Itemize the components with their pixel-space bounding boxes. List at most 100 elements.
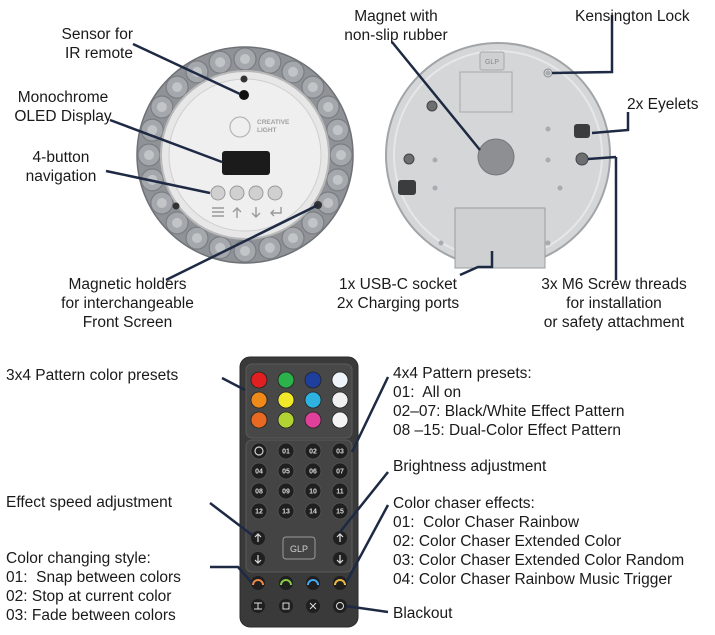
pattern-preset-button[interactable] bbox=[331, 502, 349, 520]
label-color-presets: 3x4 Pattern color presets bbox=[6, 367, 179, 384]
pattern-preset-number: 11 bbox=[336, 489, 344, 496]
pattern-preset-number: 07 bbox=[336, 469, 344, 476]
rubber-bump-center bbox=[172, 217, 183, 228]
oled-display bbox=[222, 151, 270, 175]
eyelet-left bbox=[398, 180, 416, 195]
pattern-preset-button[interactable] bbox=[250, 482, 268, 500]
color-preset-button[interactable] bbox=[331, 371, 349, 389]
rubber-bump-center bbox=[288, 66, 298, 77]
rubber-bump-center bbox=[240, 246, 250, 256]
pattern-preset-button[interactable] bbox=[277, 462, 295, 480]
speed-buttons[interactable] bbox=[251, 531, 265, 566]
pattern-preset-button[interactable] bbox=[304, 462, 322, 480]
pattern-preset-button[interactable] bbox=[331, 482, 349, 500]
pattern-preset-number: 01 bbox=[282, 449, 290, 456]
rubber-bump-center bbox=[288, 233, 298, 244]
color-preset-button[interactable] bbox=[250, 371, 268, 389]
style-buttons-row[interactable] bbox=[251, 599, 347, 613]
label-color-chaser: Color chaser effects: 01: Color Chaser R… bbox=[393, 495, 685, 588]
svg-text:GLP: GLP bbox=[485, 59, 499, 66]
pattern-preset-button[interactable] bbox=[304, 442, 322, 460]
label-nav-buttons: 4-button navigation bbox=[25, 149, 97, 185]
label-screw-threads: 3x M6 Screw threads for installation or … bbox=[541, 276, 687, 331]
dimmer-buttons[interactable] bbox=[333, 531, 347, 566]
pattern-preset-button[interactable] bbox=[250, 502, 268, 520]
brand-logo: CREATIVE LIGHT bbox=[229, 116, 290, 138]
pattern-preset-number: 10 bbox=[309, 489, 317, 496]
all-on-icon bbox=[254, 446, 264, 456]
pattern-preset-number: 02 bbox=[309, 449, 317, 456]
pattern-preset-button[interactable] bbox=[331, 442, 349, 460]
label-brightness: Brightness adjustment bbox=[393, 458, 547, 475]
rubber-bump-center bbox=[264, 57, 275, 68]
label-magnetic-holders: Magnetic holders for interchangeable Fro… bbox=[61, 276, 194, 331]
pattern-preset-number: 03 bbox=[336, 449, 344, 456]
label-effect-speed: Effect speed adjustment bbox=[6, 494, 173, 511]
color-preset-button[interactable] bbox=[277, 371, 295, 389]
remote-logo bbox=[282, 536, 316, 560]
color-preset-buttons bbox=[250, 371, 349, 429]
rubber-bump-center bbox=[332, 174, 343, 185]
label-color-changing-style: Color changing style: 01: Snap between c… bbox=[6, 550, 181, 624]
rubber-bump-center bbox=[307, 82, 318, 93]
rubber-bump-center bbox=[264, 242, 275, 253]
label-ir-sensor: Sensor for IR remote bbox=[61, 26, 133, 62]
pattern-preset-button[interactable] bbox=[277, 502, 295, 520]
pattern-preset-number: 05 bbox=[282, 469, 290, 476]
leader-lines bbox=[105, 15, 630, 614]
rubber-bump-center bbox=[144, 150, 154, 160]
rubber-bump-center bbox=[332, 125, 343, 136]
svg-text:LIGHT: LIGHT bbox=[257, 127, 277, 134]
color-preset-button[interactable] bbox=[304, 371, 322, 389]
rubber-bump-center bbox=[336, 150, 346, 160]
pattern-preset-button[interactable] bbox=[331, 462, 349, 480]
pattern-preset-button[interactable] bbox=[277, 482, 295, 500]
pattern-preset-number: 12 bbox=[255, 509, 263, 516]
rubber-bump-center bbox=[192, 233, 202, 244]
front-view-device: CREATIVE LIGHT bbox=[136, 46, 354, 264]
rubber-bump-center bbox=[307, 217, 318, 228]
pattern-preset-number: 08 bbox=[255, 489, 263, 496]
magnetic-holder-left bbox=[172, 202, 180, 210]
rubber-bump-center bbox=[240, 54, 250, 64]
pattern-preset-number: 14 bbox=[309, 509, 317, 516]
rubber-bump-center bbox=[156, 102, 167, 112]
pattern-preset-button[interactable] bbox=[304, 502, 322, 520]
label-magnet: Magnet with non-slip rubber bbox=[344, 8, 448, 44]
nav-buttons[interactable] bbox=[210, 185, 283, 201]
color-preset-button[interactable] bbox=[250, 391, 268, 409]
label-eyelets: 2x Eyelets bbox=[627, 96, 699, 113]
svg-text:GLP: GLP bbox=[290, 544, 308, 554]
pattern-preset-button[interactable] bbox=[250, 442, 268, 460]
back-view-device: GLP bbox=[385, 42, 611, 269]
usb-port-cover bbox=[454, 207, 546, 269]
rubber-bump-center bbox=[156, 198, 167, 208]
color-preset-button[interactable] bbox=[331, 391, 349, 409]
label-usb-socket: 1x USB-C socket 2x Charging ports bbox=[336, 276, 460, 312]
magnet bbox=[477, 138, 515, 176]
pattern-preset-button[interactable] bbox=[277, 442, 295, 460]
rubber-bump-center bbox=[147, 125, 158, 136]
pattern-preset-button[interactable] bbox=[304, 482, 322, 500]
effect-buttons-row[interactable] bbox=[251, 576, 347, 590]
pattern-preset-button[interactable] bbox=[250, 462, 268, 480]
label-blackout: Blackout bbox=[393, 605, 453, 622]
blackout-button bbox=[333, 599, 347, 613]
color-preset-button[interactable] bbox=[331, 411, 349, 429]
pattern-preset-number: 06 bbox=[309, 469, 317, 476]
color-preset-button[interactable] bbox=[277, 391, 295, 409]
label-pattern-presets: 4x4 Pattern presets: 01: All on 02–07: B… bbox=[393, 365, 625, 439]
color-preset-button[interactable] bbox=[304, 411, 322, 429]
pattern-preset-number: 13 bbox=[282, 509, 290, 516]
rubber-bump-center bbox=[323, 198, 334, 208]
pattern-preset-number: 15 bbox=[336, 509, 344, 516]
label-kensington-lock: Kensington Lock bbox=[575, 8, 690, 25]
color-preset-button[interactable] bbox=[277, 411, 295, 429]
color-preset-button[interactable] bbox=[304, 391, 322, 409]
label-oled-display: Monochrome OLED Display bbox=[14, 89, 112, 125]
color-preset-button[interactable] bbox=[250, 411, 268, 429]
nav-icons bbox=[212, 207, 282, 218]
